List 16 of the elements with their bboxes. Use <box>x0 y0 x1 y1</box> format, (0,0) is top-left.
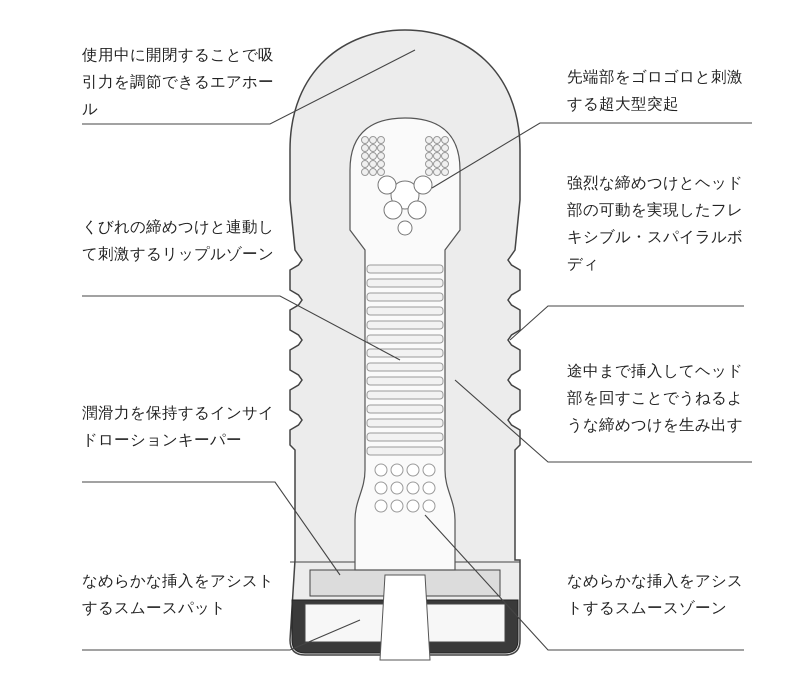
leader-line <box>82 620 360 651</box>
leader-line <box>82 295 400 360</box>
callout-text: くびれの締めつけと連動して刺激するリップルゾーン <box>82 214 282 296</box>
leader-line <box>510 305 744 340</box>
callout-text: 先端部をゴロゴロと刺激する超大型突起 <box>540 64 752 123</box>
leader-line <box>82 50 416 125</box>
callout-text: なめらかな挿入をアシストするスムースパット <box>82 568 282 650</box>
leader-line <box>432 122 752 188</box>
callout-text: 潤滑力を保持するインサイドローションキーパー <box>82 400 282 482</box>
callout-text: 強烈な締めつけとヘッド部の可動を実現したフレキシブル・スパイラルボディ <box>548 170 744 306</box>
leader-line <box>424 514 744 651</box>
leader-line <box>82 481 340 576</box>
callout-text: 途中まで挿入してヘッド部を回すことでうねるような締めつけを生み出す <box>548 358 752 462</box>
callout-text: 使用中に開閉することで吸引力を調節できるエアホール <box>82 42 282 124</box>
callout-text: なめらかな挿入をアシストするスムースゾーン <box>548 568 744 650</box>
leader-line <box>454 380 752 463</box>
